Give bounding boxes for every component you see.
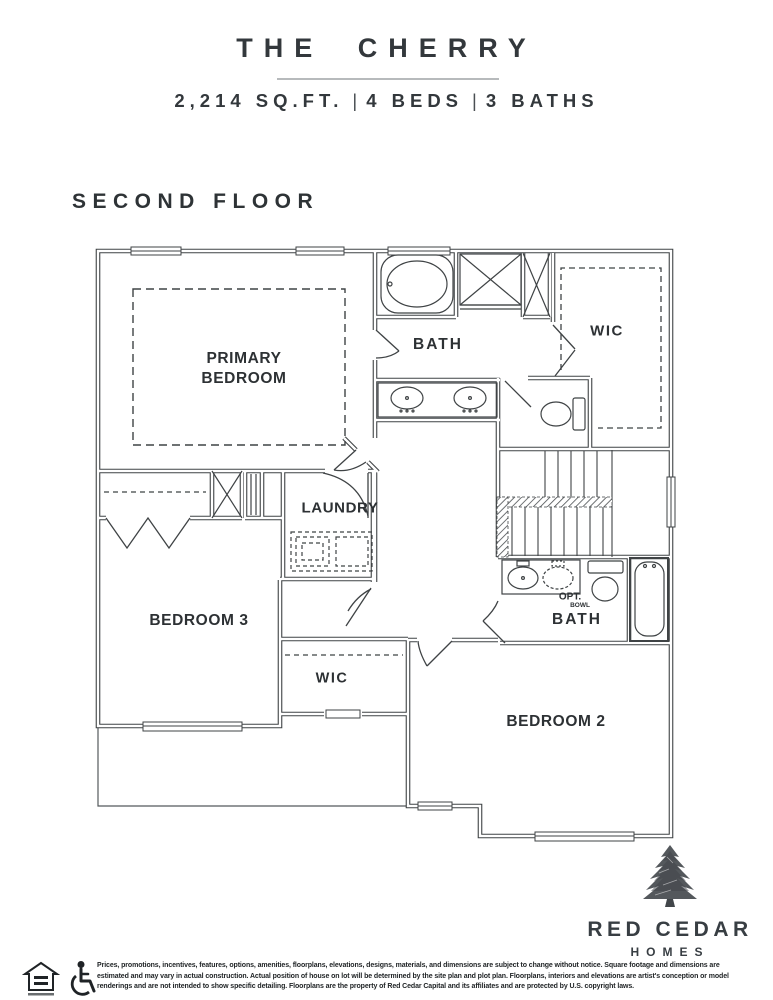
spec-separator: | <box>472 90 477 111</box>
room-label-bedroom2: BEDROOM 2 <box>506 712 606 730</box>
floor-label: SECOND FLOOR <box>72 190 320 213</box>
legal-disclaimer: Prices, promotions, incentives, features… <box>97 962 729 990</box>
bathtub <box>629 557 669 642</box>
vanity <box>501 559 581 595</box>
room-label-primary-wic: WIC <box>590 322 624 340</box>
door <box>333 449 367 472</box>
walls <box>98 251 671 836</box>
footer: Prices, promotions, incentives, features… <box>0 955 773 1000</box>
specs-line: 2,214 SQ.FT. | 4 BEDS | 3 BATHS <box>0 90 773 112</box>
stair-railing <box>496 496 613 508</box>
accessibility-icon <box>70 961 96 996</box>
wic-door-opening <box>324 708 362 721</box>
window <box>665 476 677 528</box>
window <box>142 720 243 732</box>
builder-logo: RED CEDAR HOMES <box>560 843 773 959</box>
toilet <box>587 560 624 602</box>
shower <box>459 253 522 310</box>
staircase <box>496 450 613 558</box>
room-label-bedroom3: BEDROOM 3 <box>149 611 249 629</box>
doors <box>105 324 576 667</box>
fixtures <box>211 252 669 642</box>
windows <box>130 245 677 842</box>
label-opt-bowl: OPT. <box>558 591 582 603</box>
builder-name: RED CEDAR <box>587 918 753 941</box>
window <box>295 245 345 257</box>
door <box>417 640 453 667</box>
linen-closet <box>522 252 551 318</box>
washer-dryer <box>290 531 373 572</box>
spec-beds: 4 BEDS <box>366 90 464 111</box>
spec-baths: 3 BATHS <box>485 90 599 111</box>
room-label-primary-bedroom: PRIMARY BEDROOM <box>201 349 287 387</box>
label-opt-bowl: BOWL <box>570 601 590 609</box>
door <box>322 472 369 518</box>
double-vanity <box>377 382 498 418</box>
room-label-laundry: LAUNDRY <box>301 499 379 517</box>
room-label-wic2: WIC <box>315 670 349 687</box>
window <box>130 245 182 257</box>
window <box>534 830 635 842</box>
wic-shelving <box>560 267 662 429</box>
roof-outline <box>97 726 408 807</box>
tray-ceiling <box>132 288 346 446</box>
spec-separator: | <box>352 90 358 111</box>
closet-chase <box>211 470 257 519</box>
stair-railing <box>496 496 509 558</box>
dashed-lines <box>104 267 662 656</box>
door <box>552 324 576 377</box>
equal-housing-icon <box>22 961 60 996</box>
footer-icons <box>22 960 96 1000</box>
door <box>345 587 372 627</box>
door <box>375 329 400 359</box>
cedar-tree-icon <box>643 845 697 907</box>
bathtub <box>380 254 454 314</box>
room-label-bath2: BATH <box>552 610 602 628</box>
door <box>482 600 506 644</box>
spec-sqft: 2,214 SQ.FT. <box>174 90 344 111</box>
window <box>387 245 451 257</box>
room-label-primary-bath: BATH <box>413 335 463 353</box>
toilet <box>540 397 586 431</box>
title-divider <box>277 78 499 80</box>
page-title: THE CHERRY <box>236 33 537 63</box>
floor-plan-drawing <box>90 245 677 842</box>
closet-doors <box>105 516 191 550</box>
door <box>504 380 532 408</box>
builder-sub: HOMES <box>630 945 710 959</box>
window <box>417 800 453 812</box>
